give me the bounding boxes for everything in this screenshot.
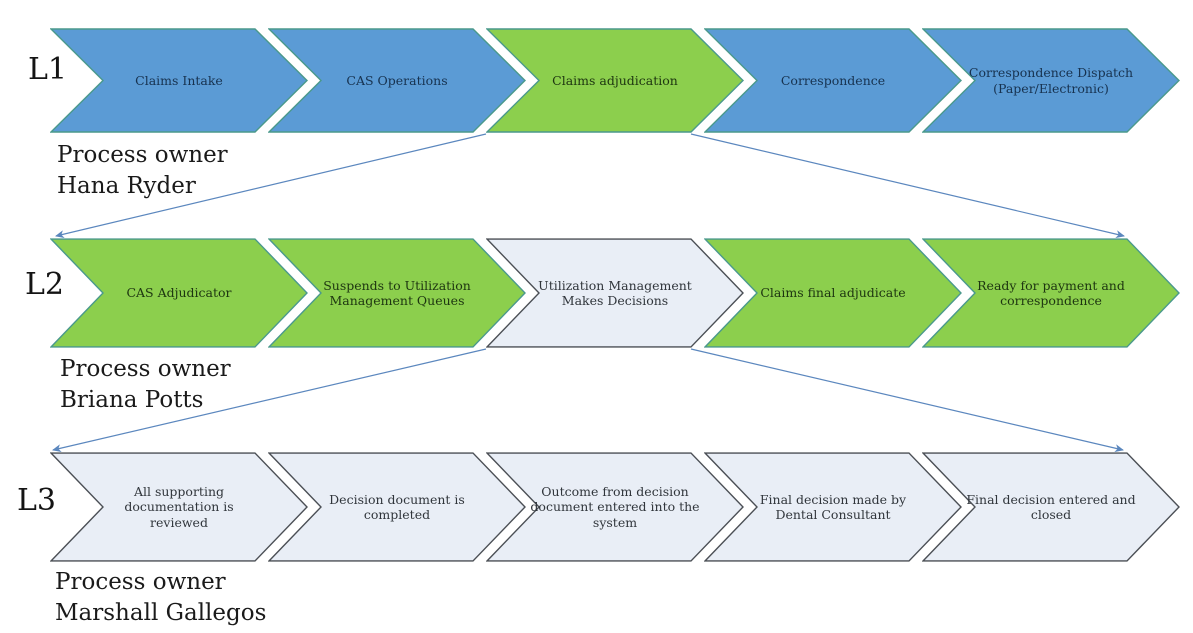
step-label: Suspends to Utilization Management Queue… xyxy=(323,277,471,308)
connector-l2-to-l3-left xyxy=(52,348,487,453)
chevron-shape xyxy=(704,28,962,133)
step-label: Correspondence xyxy=(780,72,886,88)
connector-l1-to-l2-left xyxy=(55,133,487,239)
chevron-shape xyxy=(268,238,526,348)
chevron-shape xyxy=(486,452,744,562)
step-label: CAS Adjudicator xyxy=(126,285,232,301)
chevron-shape xyxy=(486,28,744,133)
chevron-shape xyxy=(50,238,308,348)
step-l1-cas-operations: CAS Operations xyxy=(268,28,526,133)
step-l3-final-decision-entered-closed: Final decision entered and closed xyxy=(922,452,1180,562)
step-l3-decision-document-completed: Decision document is completed xyxy=(268,452,526,562)
step-l1-claims-intake: Claims Intake xyxy=(50,28,308,133)
step-label: Claims Intake xyxy=(135,72,223,88)
chevron-shape xyxy=(704,238,962,348)
step-l2-claims-final-adjudicate: Claims final adjudicate xyxy=(704,238,962,348)
step-label: Final decision entered and closed xyxy=(966,491,1136,522)
step-label: Utilization Management Makes Decisions xyxy=(538,277,692,308)
step-l2-suspends-to-utilization: Suspends to Utilization Management Queue… xyxy=(268,238,526,348)
step-l2-utilization-management-decisions: Utilization Management Makes Decisions xyxy=(486,238,744,348)
chevron-shape xyxy=(486,238,744,348)
step-label: Ready for payment and correspondence xyxy=(977,277,1125,308)
chevron-shape xyxy=(50,452,308,562)
process-owner-l1: Process owner Hana Ryder xyxy=(57,140,228,202)
step-label: Decision document is completed xyxy=(329,491,465,522)
chevron-shape xyxy=(922,28,1180,133)
step-label: All supporting documentation is reviewed xyxy=(124,484,234,530)
connector-l2-to-l3-right xyxy=(690,348,1124,453)
chevron-shape xyxy=(50,28,308,133)
step-label: CAS Operations xyxy=(346,72,448,88)
process-owner-l3: Process owner Marshall Gallegos xyxy=(55,567,266,629)
step-l3-final-decision-dental-consultant: Final decision made by Dental Consultant xyxy=(704,452,962,562)
process-owner-name: Briana Potts xyxy=(60,387,204,413)
process-owner-name: Hana Ryder xyxy=(57,173,196,199)
step-label: Outcome from decision document entered i… xyxy=(530,484,700,530)
level-label-l1: L1 xyxy=(28,52,68,87)
step-label: Final decision made by Dental Consultant xyxy=(759,491,907,522)
step-label: Claims adjudication xyxy=(552,72,678,88)
level-label-l3: L3 xyxy=(17,483,57,518)
process-owner-label: Process owner xyxy=(60,356,231,382)
step-l3-supporting-documentation-reviewed: All supporting documentation is reviewed xyxy=(50,452,308,562)
step-l1-correspondence: Correspondence xyxy=(704,28,962,133)
chevron-shape xyxy=(704,452,962,562)
process-owner-name: Marshall Gallegos xyxy=(55,600,267,626)
step-l3-outcome-entered-system: Outcome from decision document entered i… xyxy=(486,452,744,562)
process-owner-l2: Process owner Briana Potts xyxy=(60,354,231,416)
step-l2-cas-adjudicator: CAS Adjudicator xyxy=(50,238,308,348)
step-l2-ready-for-payment: Ready for payment and correspondence xyxy=(922,238,1180,348)
process-owner-label: Process owner xyxy=(55,569,226,595)
chevron-shape xyxy=(268,452,526,562)
connector-l1-to-l2-right xyxy=(690,133,1125,239)
step-label: Correspondence Dispatch (Paper/Electroni… xyxy=(968,65,1134,96)
step-label: Claims final adjudicate xyxy=(760,285,906,301)
level-label-l2: L2 xyxy=(25,267,65,302)
chevron-shape xyxy=(922,238,1180,348)
step-l1-correspondence-dispatch: Correspondence Dispatch (Paper/Electroni… xyxy=(922,28,1180,133)
process-owner-label: Process owner xyxy=(57,142,228,168)
chevron-shape xyxy=(922,452,1180,562)
chevron-shape xyxy=(268,28,526,133)
step-l1-claims-adjudication: Claims adjudication xyxy=(486,28,744,133)
